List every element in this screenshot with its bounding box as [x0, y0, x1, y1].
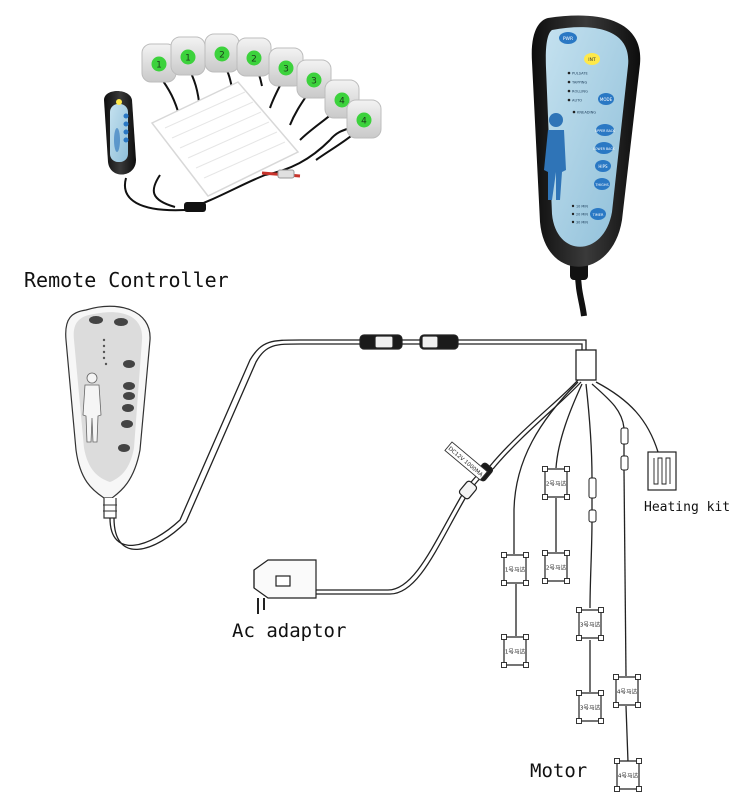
remote-mode: AUTO — [572, 99, 582, 103]
wiring-hub — [575, 349, 597, 381]
motor-tag: 1号马达 — [505, 566, 526, 574]
motor-label: Motor — [530, 760, 588, 782]
motor-tag: 3号马达 — [580, 704, 601, 712]
remote-button-label: LOWER BACK — [593, 147, 615, 151]
remote-button-label: THIGHS — [594, 183, 609, 187]
motor-group: 1号马达 1号马达 2号马达 2号马达 3号马达 3号马达 4号马达 4号马达 — [501, 466, 642, 792]
motor-unit: 1号马达 — [501, 634, 529, 668]
massage-pad: 4 — [346, 99, 382, 139]
motor-unit: 1号马达 — [501, 552, 529, 586]
remote-button-label: PWR — [563, 36, 573, 42]
remote-photo-panel — [545, 27, 629, 247]
motor-tag: 3号马达 — [580, 621, 601, 629]
remote-sketch — [65, 305, 151, 519]
remote-timer-option: 20 MIN — [576, 213, 588, 217]
remote-photo: PWR INT MODE UPPER BACK LOWER BACK HIPS … — [531, 15, 641, 317]
motor-unit: 4号马达 — [613, 674, 641, 708]
massage-pad: 1 — [170, 36, 206, 76]
remote-mode: KNEADING — [577, 111, 596, 115]
cable-connector — [359, 334, 459, 350]
pad-number: 4 — [339, 97, 345, 107]
remote-timer-option: 10 MIN — [576, 205, 588, 209]
pad-number: 3 — [311, 77, 317, 87]
remote-button-label: MODE — [600, 97, 613, 102]
remote-button-label: TIMER — [592, 213, 604, 217]
photo-connector — [277, 169, 295, 179]
pad-number: 4 — [361, 117, 367, 127]
massage-pad: 2 — [204, 33, 240, 73]
motor-unit: 3号马达 — [576, 607, 604, 641]
motor-tag: 2号马达 — [546, 480, 567, 488]
pad-number: 2 — [219, 51, 225, 61]
remote-button-label: HIPS — [598, 164, 608, 169]
remote-mode-list: PULSATE TAPPING ROLLING AUTO KNEADING — [567, 72, 596, 115]
motor-unit: 2号马达 — [542, 550, 570, 584]
massage-pad: 1 — [141, 43, 177, 83]
motor-unit: 4号马达 — [614, 758, 642, 792]
inline-connector — [588, 427, 629, 523]
remote-timer-list: 10 MIN 20 MIN 30 MIN — [571, 205, 588, 225]
massage-pad: 3 — [296, 59, 332, 99]
photo-pad-group: 1 1 2 2 3 3 4 4 — [141, 33, 382, 139]
photo-mini-remote — [104, 91, 136, 175]
pad-number: 1 — [185, 54, 191, 64]
heating-kit-label: Heating kit — [644, 500, 731, 515]
photo-heating-pad — [150, 81, 300, 197]
adapter-tag-text: DC12V 1000MA — [447, 446, 484, 478]
pad-number: 2 — [251, 55, 257, 65]
adapter-tag: DC12V 1000MA — [444, 441, 488, 481]
remote-mode: TAPPING — [571, 81, 587, 85]
ac-adaptor-label: Ac adaptor — [232, 620, 347, 642]
remote-button-label: UPPER BACK — [595, 129, 616, 133]
pad-number: 1 — [156, 61, 162, 71]
remote-mode: PULSATE — [572, 72, 589, 76]
human-figure-outline-icon — [82, 372, 102, 443]
product-photo: 1 1 2 2 3 3 4 4 — [104, 33, 382, 212]
heating-kit-icon — [647, 451, 677, 491]
ac-adaptor-icon — [253, 559, 317, 614]
motor-unit: 2号马达 — [542, 466, 570, 500]
pad-number: 3 — [283, 65, 289, 75]
massage-pad: 3 — [268, 47, 304, 87]
remote-timer-option: 30 MIN — [576, 221, 588, 225]
remote-mode: ROLLING — [572, 90, 588, 94]
motor-unit: 3号马达 — [576, 690, 604, 724]
diagram-cables — [109, 339, 659, 763]
human-figure-icon — [544, 113, 566, 200]
photo-connector — [184, 202, 206, 212]
remote-controller-label: Remote Controller — [24, 268, 229, 292]
motor-tag: 2号马达 — [546, 564, 567, 572]
motor-tag: 1号马达 — [505, 648, 526, 656]
remote-photo-buttons: PWR INT MODE UPPER BACK LOWER BACK HIPS … — [559, 32, 616, 220]
motor-tag: 4号马达 — [618, 772, 639, 780]
remote-button-label: INT — [588, 57, 596, 63]
motor-tag: 4号马达 — [617, 688, 638, 696]
massage-pad: 2 — [236, 37, 272, 77]
